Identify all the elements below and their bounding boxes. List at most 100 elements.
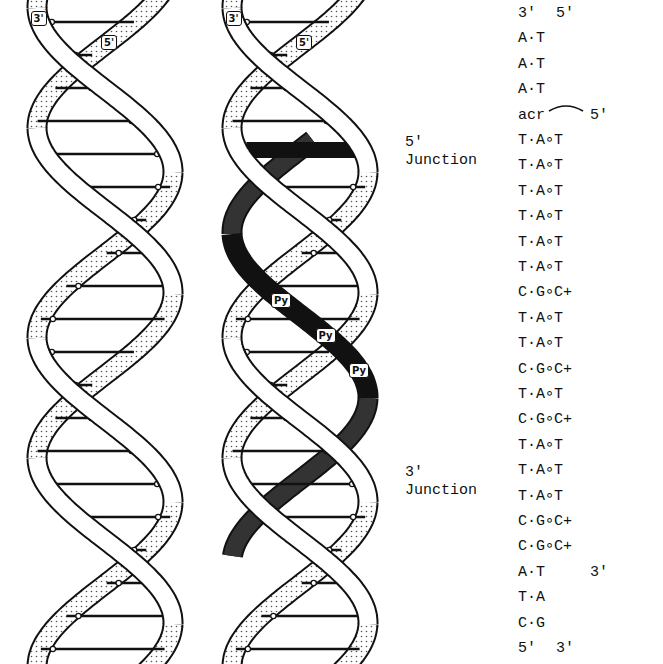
phosphate xyxy=(156,514,161,519)
strand-outline xyxy=(37,8,173,172)
strand-front xyxy=(37,128,173,294)
triplex-front-strands xyxy=(232,8,368,664)
strand-outline xyxy=(232,8,368,172)
strand-outline xyxy=(232,458,368,624)
pyrimidine-box: Py xyxy=(349,363,369,378)
phosphate xyxy=(351,514,356,519)
phosphate xyxy=(311,580,316,585)
box-text: Py xyxy=(274,295,288,306)
strand-end-label: 3' xyxy=(590,564,608,582)
box-text: 5' xyxy=(299,37,309,48)
pyrimidine-box: Py xyxy=(316,328,336,343)
base-pair xyxy=(41,318,165,321)
phosphate xyxy=(76,613,81,618)
base-triplet: T·A∘T xyxy=(518,208,563,226)
base-triplet: T·A xyxy=(518,589,545,607)
base-pair xyxy=(66,615,172,618)
intercalator xyxy=(246,142,358,158)
strand-end-label: 3' xyxy=(556,640,574,658)
strand-end-label: 5' xyxy=(556,5,574,23)
base-pair xyxy=(236,648,360,651)
base-triplet: C·G∘C+ xyxy=(518,284,572,302)
duplex-front-strands xyxy=(37,8,173,664)
base-triplet: C·G∘C+ xyxy=(518,361,572,379)
junction-label: 5' Junction xyxy=(405,134,487,170)
strand-back xyxy=(124,624,173,664)
base-pair xyxy=(45,153,169,156)
base-triplet: T·A∘T xyxy=(518,335,563,353)
strand-back xyxy=(232,0,364,128)
phosphate xyxy=(116,250,121,255)
base-triplet: A·T xyxy=(518,81,545,99)
box-text: Py xyxy=(352,365,366,376)
phosphate xyxy=(311,250,316,255)
duplex-back-strands xyxy=(37,0,173,664)
base-triplet: T·A∘T xyxy=(518,259,563,277)
base-triplet: T·A∘T xyxy=(518,437,563,455)
strand-front xyxy=(232,458,368,624)
base-pair xyxy=(240,483,364,486)
base-triplet: T·A∘T xyxy=(518,183,563,201)
strand-end-box: 5' xyxy=(101,35,117,50)
base-triplet: T·A∘T xyxy=(518,234,563,252)
strand-outline xyxy=(124,624,173,664)
phosphate xyxy=(76,283,81,288)
strand-outline xyxy=(232,234,368,398)
base-triplet: T·A∘T xyxy=(518,462,563,480)
strand-back xyxy=(37,0,46,8)
base-triplet: T·A∘T xyxy=(518,488,563,506)
strand-outline xyxy=(232,0,364,128)
strand-front xyxy=(37,458,173,624)
base-triplet: T·A∘T xyxy=(518,132,563,150)
strand-outline xyxy=(37,338,173,502)
base-triplet: T·A∘T xyxy=(518,386,563,404)
strand-back xyxy=(232,0,241,8)
pyrimidine-box: Py xyxy=(271,293,291,308)
base-pair xyxy=(45,483,169,486)
box-text: 3' xyxy=(34,13,44,24)
base-triplet: C·G∘C+ xyxy=(518,513,572,531)
strand-end-box: 3' xyxy=(226,11,242,26)
box-text: 3' xyxy=(229,13,239,24)
strand-outline xyxy=(37,128,173,294)
strand-outline xyxy=(232,0,241,8)
strand-outline xyxy=(37,458,173,624)
base-triplet: A·T xyxy=(518,30,545,48)
strand-end-label: 3' xyxy=(518,5,536,23)
strand-end-label: 5' xyxy=(518,640,536,658)
box-text: 5' xyxy=(104,37,114,48)
phosphate xyxy=(50,646,55,651)
triplex-base-pairs xyxy=(233,19,368,651)
strand-front xyxy=(232,8,368,172)
strand-back xyxy=(319,624,368,664)
base-triplet: T·A∘T xyxy=(518,310,563,328)
phosphate xyxy=(271,613,276,618)
base-triplet: acr xyxy=(518,107,545,125)
phosphate xyxy=(116,580,121,585)
strand-back xyxy=(37,0,169,128)
strand-front xyxy=(37,338,173,502)
acridine-link xyxy=(549,106,583,111)
strand-front xyxy=(37,8,173,172)
triplex-back-strands xyxy=(232,0,368,664)
phosphate xyxy=(50,316,55,321)
base-triplet: A·T xyxy=(518,564,545,582)
box-text: Py xyxy=(319,330,333,341)
junction-label: 3' Junction xyxy=(405,464,487,500)
phosphate xyxy=(351,184,356,189)
strand-end-box: 5' xyxy=(296,35,312,50)
base-pair xyxy=(261,615,367,618)
strand-outline xyxy=(37,0,46,8)
base-triplet: T·A∘T xyxy=(518,157,563,175)
base-triplet: A·T xyxy=(518,56,545,74)
base-pair xyxy=(66,285,172,288)
phosphate xyxy=(245,316,250,321)
base-triplet: C·G∘C+ xyxy=(518,538,572,556)
phosphate xyxy=(156,184,161,189)
strand-end-label: 5' xyxy=(590,107,608,125)
base-triplet: C·G∘C+ xyxy=(518,411,572,429)
phosphate xyxy=(245,646,250,651)
base-triplet: C·G xyxy=(518,615,545,633)
strand-end-box: 3' xyxy=(31,11,47,26)
